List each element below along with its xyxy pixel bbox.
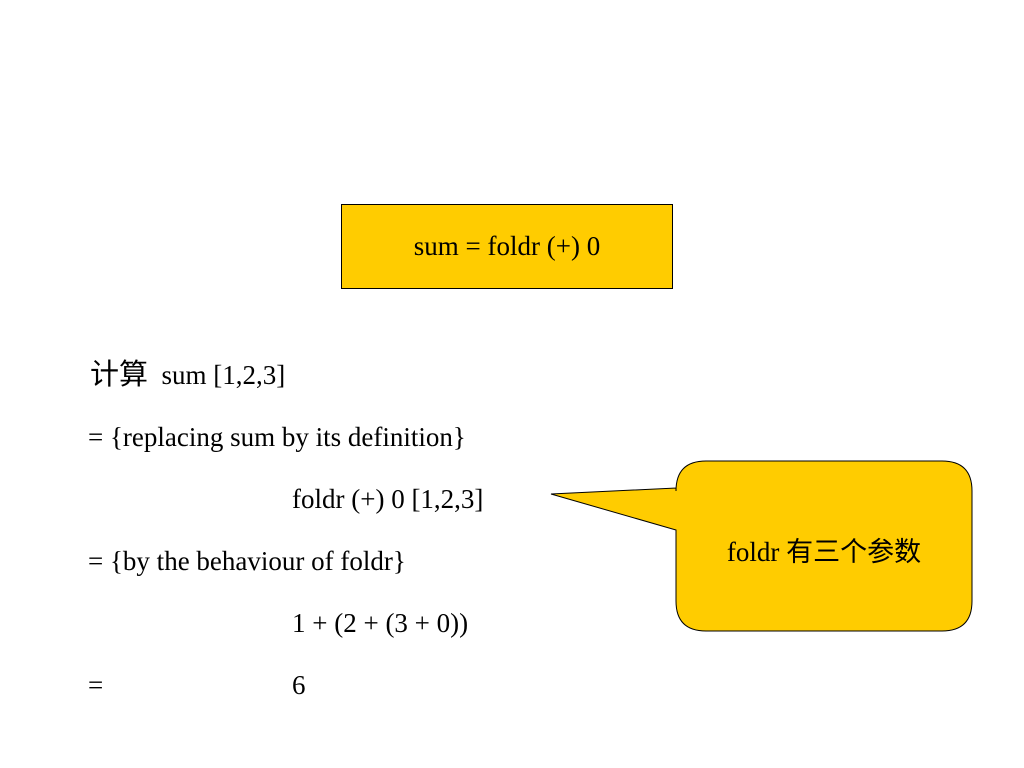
- step3-result: 6: [292, 670, 306, 700]
- definition-box: sum = foldr (+) 0: [341, 204, 673, 289]
- step2-reason: = {by the behaviour of foldr}: [88, 546, 406, 576]
- definition-text: sum = foldr (+) 0: [413, 231, 601, 261]
- compute-label: 计算: [90, 357, 149, 391]
- step1-reason: = {replacing sum by its definition}: [88, 422, 466, 452]
- step3-equals: =: [88, 670, 104, 700]
- compute-expression: sum [1,2,3]: [161, 360, 286, 390]
- compute-line: 计算 sum [1,2,3]: [90, 360, 285, 389]
- callout-prefix: foldr: [726, 537, 780, 567]
- step2-result: 1 + (2 + (3 + 0)): [292, 608, 469, 638]
- callout-text: foldr 有三个参数: [676, 530, 972, 569]
- step1-result: foldr (+) 0 [1,2,3]: [292, 484, 484, 514]
- callout-suffix: 有三个参数: [786, 537, 922, 568]
